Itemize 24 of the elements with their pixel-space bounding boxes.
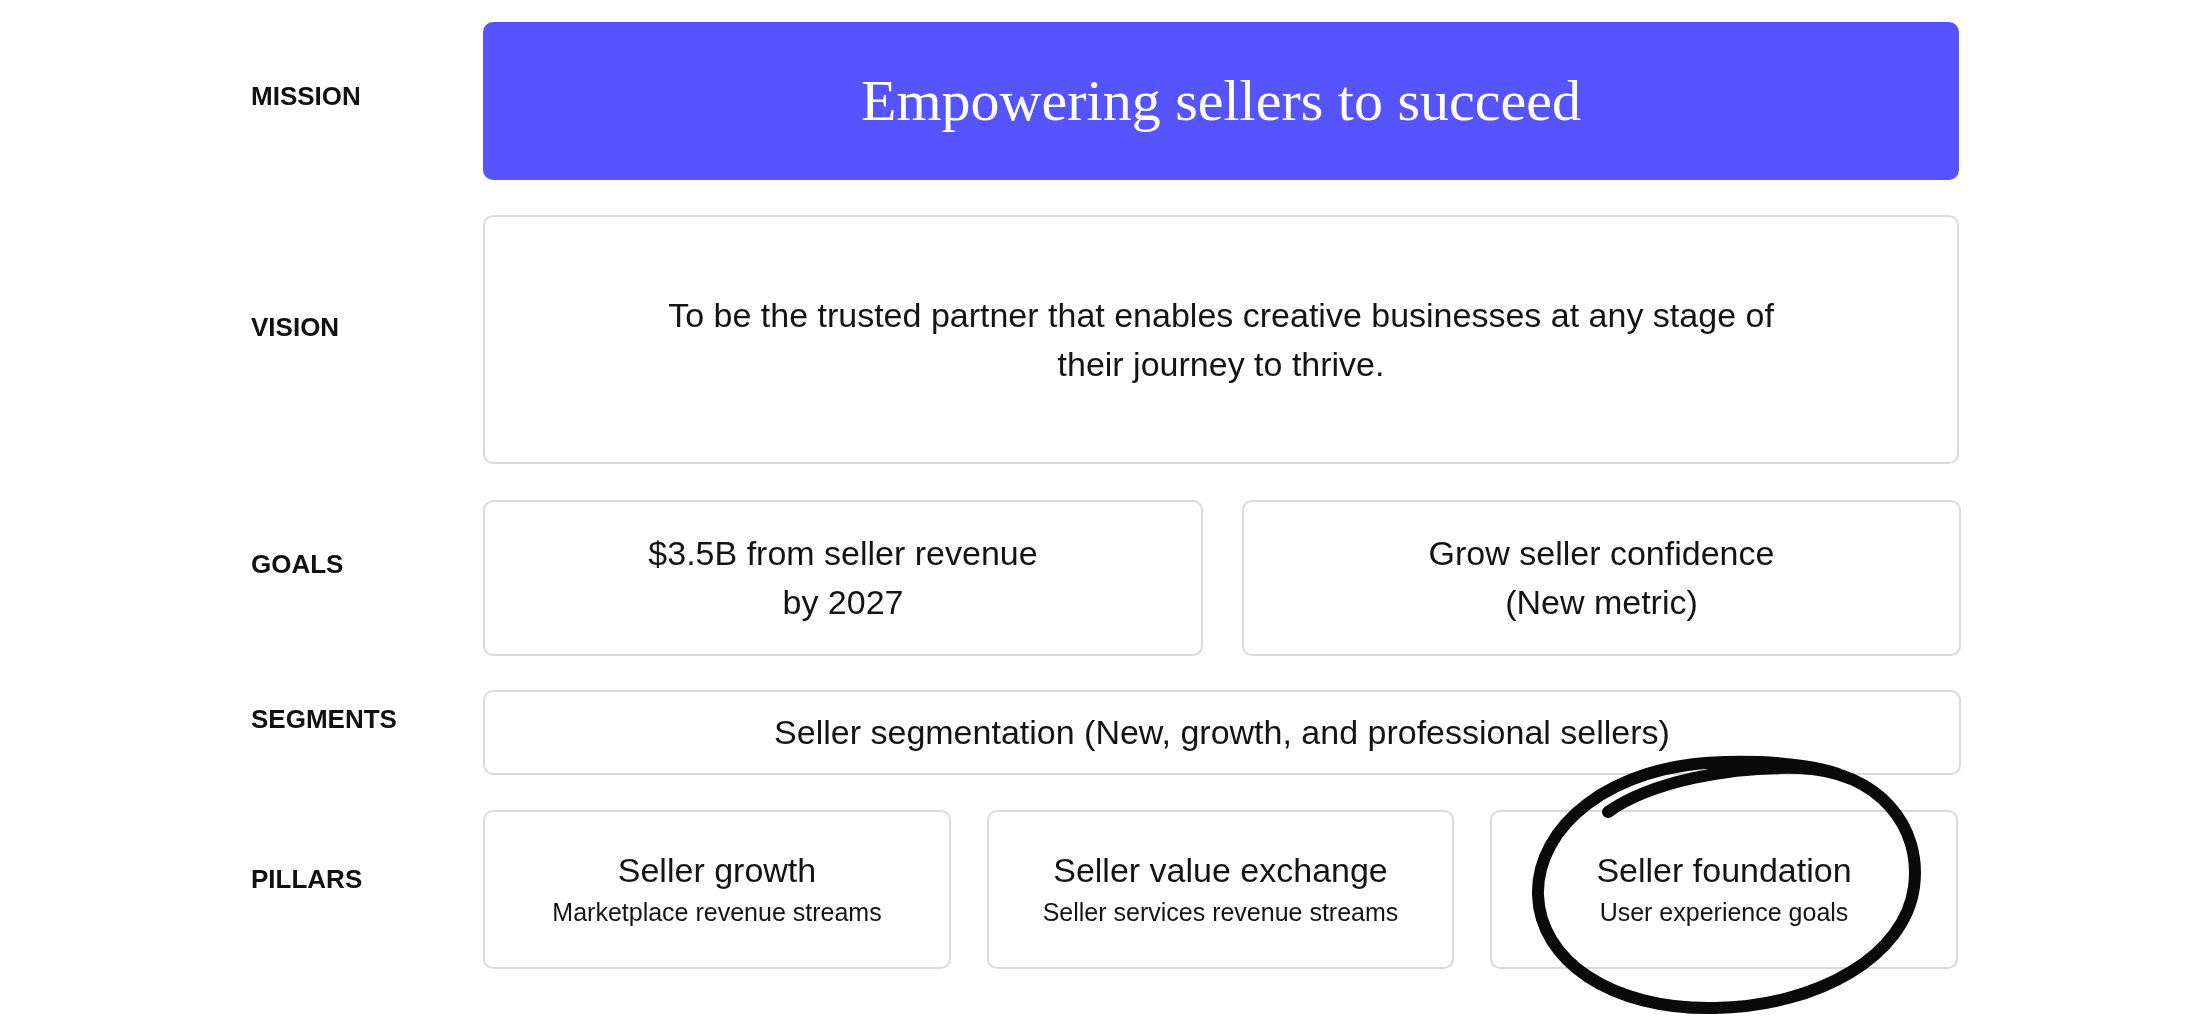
pillar-title: Seller foundation <box>1596 849 1852 891</box>
pillar-card <box>1490 810 1958 969</box>
pillar-subtitle: Seller services revenue streams <box>1042 896 1399 928</box>
row-label: VISION <box>251 311 340 343</box>
pillar-title: Seller value exchange <box>1053 849 1388 891</box>
pillar-title: Seller growth <box>617 849 817 891</box>
row-label: PILLARS <box>251 863 363 895</box>
card-text: To be the trusted partner that enables creative businesses at any stage of their journey to thrive. <box>667 294 1775 385</box>
mission-text: Empowering sellers to succeed <box>861 67 1581 135</box>
row-label: GOALS <box>251 548 344 580</box>
row-label: MISSION <box>251 80 361 112</box>
goal-card <box>1242 500 1961 656</box>
row-label: SEGMENTS <box>251 703 397 735</box>
pillar-card <box>483 810 951 969</box>
card-text: $3.5B from seller revenue by 2027 <box>647 533 1039 623</box>
card-text: Seller segmentation (New, growth, and professional sellers) <box>774 712 1670 753</box>
mission-banner <box>483 22 1959 180</box>
segment-bar <box>483 690 1961 775</box>
pillar-card <box>987 810 1454 969</box>
goal-card <box>483 500 1203 656</box>
card-text: Grow seller confidence (New metric) <box>1427 533 1776 623</box>
vision-card <box>483 215 1959 464</box>
pillar-subtitle: Marketplace revenue streams <box>552 896 882 928</box>
pillar-subtitle: User experience goals <box>1599 896 1849 928</box>
